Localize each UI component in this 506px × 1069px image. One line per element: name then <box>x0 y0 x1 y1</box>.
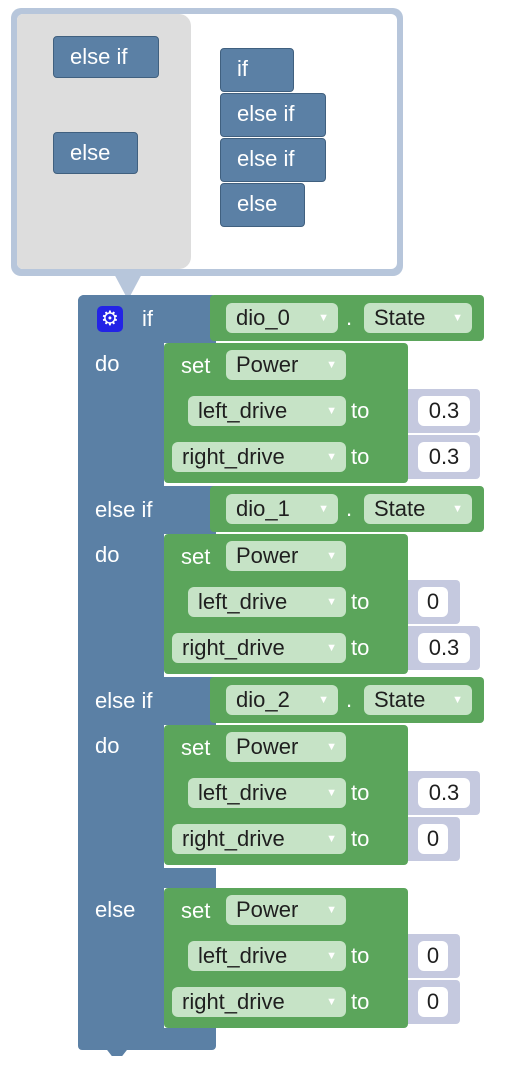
port-dropdown[interactable]: left_drive▼ <box>188 778 346 808</box>
mutator-if-label: if <box>237 56 248 81</box>
mutator-else-if-label: else if <box>237 146 295 171</box>
if-block-spine <box>78 295 164 1045</box>
number-input[interactable]: 0 <box>418 587 448 617</box>
dropdown-arrow-icon: ▼ <box>326 787 337 799</box>
condition-block[interactable]: dio_0▼ . State▼ <box>210 295 484 341</box>
gear-icon[interactable]: ⚙ <box>97 306 123 332</box>
else-if-label: else if <box>95 688 153 713</box>
set-power-block[interactable]: set Power▼ left_drive▼ to 0 right_drive▼… <box>164 534 480 674</box>
number-input[interactable]: 0.3 <box>418 778 470 808</box>
port-dropdown[interactable]: right_drive▼ <box>172 987 346 1017</box>
dot-separator: . <box>346 305 353 330</box>
if-block-footer <box>78 1028 216 1050</box>
else-label: else <box>95 897 136 922</box>
dropdown-arrow-icon: ▼ <box>318 694 329 706</box>
to-label: to <box>351 589 370 614</box>
dropdown-arrow-icon: ▼ <box>326 950 337 962</box>
to-label: to <box>351 635 370 660</box>
mutator-workspace: else if else if else if else if else <box>17 14 397 269</box>
flyout-else-block[interactable]: else <box>53 132 138 174</box>
set-label: set <box>181 353 211 378</box>
dropdown-arrow-icon: ▼ <box>326 741 337 753</box>
flyout-else-if-label: else if <box>70 44 128 69</box>
set-label: set <box>181 544 211 569</box>
else-if-row-2 <box>78 677 216 725</box>
device-dropdown[interactable]: dio_2▼ <box>226 685 338 715</box>
set-power-block[interactable]: set Power▼ left_drive▼ to 0.3 right_driv… <box>164 343 480 483</box>
port-dropdown[interactable]: right_drive▼ <box>172 633 346 663</box>
dropdown-arrow-icon: ▼ <box>326 359 337 371</box>
device-dropdown[interactable]: dio_0▼ <box>226 303 338 333</box>
spine-segment <box>78 478 164 486</box>
do-label: do <box>95 542 120 567</box>
to-label: to <box>351 444 370 469</box>
dropdown-arrow-icon: ▼ <box>326 451 337 463</box>
flyout-else-if-block[interactable]: else if <box>53 36 159 78</box>
port-dropdown[interactable]: right_drive▼ <box>172 442 346 472</box>
dot-separator: . <box>346 496 353 521</box>
port-dropdown[interactable]: left_drive▼ <box>188 941 346 971</box>
property-dropdown[interactable]: State▼ <box>364 685 472 715</box>
else-row-top <box>78 868 216 888</box>
mutator-else-block[interactable]: else <box>220 183 305 227</box>
else-if-label: else if <box>95 497 153 522</box>
number-input[interactable]: 0 <box>418 987 448 1017</box>
set-label: set <box>181 735 211 760</box>
field-dropdown[interactable]: Power▼ <box>226 541 346 571</box>
to-label: to <box>351 989 370 1014</box>
dropdown-arrow-icon: ▼ <box>452 694 463 706</box>
number-input[interactable]: 0.3 <box>418 396 470 426</box>
to-label: to <box>351 943 370 968</box>
if-block-next-tab <box>104 1046 130 1056</box>
mutator-if-block[interactable]: if <box>220 48 294 92</box>
dropdown-arrow-icon: ▼ <box>318 312 329 324</box>
to-label: to <box>351 826 370 851</box>
property-dropdown[interactable]: State▼ <box>364 494 472 524</box>
to-label: to <box>351 398 370 423</box>
property-dropdown[interactable]: State▼ <box>364 303 472 333</box>
flyout-else-label: else <box>70 140 111 165</box>
do-label: do <box>95 351 120 376</box>
to-label: to <box>351 780 370 805</box>
device-dropdown[interactable]: dio_1▼ <box>226 494 338 524</box>
dropdown-arrow-icon: ▼ <box>452 312 463 324</box>
mutator-else-if-block[interactable]: else if <box>220 138 326 182</box>
condition-block[interactable]: dio_1▼ . State▼ <box>210 486 484 532</box>
mutator-else-if-block[interactable]: else if <box>220 93 326 137</box>
field-dropdown[interactable]: Power▼ <box>226 350 346 380</box>
dropdown-arrow-icon: ▼ <box>326 833 337 845</box>
dropdown-arrow-icon: ▼ <box>452 503 463 515</box>
set-label: set <box>181 898 211 923</box>
number-input[interactable]: 0 <box>418 824 448 854</box>
port-dropdown[interactable]: right_drive▼ <box>172 824 346 854</box>
dropdown-arrow-icon: ▼ <box>326 405 337 417</box>
number-input[interactable]: 0.3 <box>418 442 470 472</box>
mutator-else-label: else <box>237 191 278 216</box>
do-label: do <box>95 733 120 758</box>
dropdown-arrow-icon: ▼ <box>326 904 337 916</box>
dropdown-arrow-icon: ▼ <box>326 996 337 1008</box>
field-dropdown[interactable]: Power▼ <box>226 732 346 762</box>
dot-separator: . <box>346 687 353 712</box>
else-if-row-1 <box>78 486 216 534</box>
number-input[interactable]: 0 <box>418 941 448 971</box>
port-dropdown[interactable]: left_drive▼ <box>188 587 346 617</box>
set-power-block[interactable]: set Power▼ left_drive▼ to 0.3 right_driv… <box>164 725 480 865</box>
number-input[interactable]: 0.3 <box>418 633 470 663</box>
mutator-else-if-label: else if <box>237 101 295 126</box>
condition-block[interactable]: dio_2▼ . State▼ <box>210 677 484 723</box>
dropdown-arrow-icon: ▼ <box>318 503 329 515</box>
dropdown-arrow-icon: ▼ <box>326 550 337 562</box>
set-power-block[interactable]: set Power▼ left_drive▼ to 0 right_drive▼… <box>164 888 464 1028</box>
port-dropdown[interactable]: left_drive▼ <box>188 396 346 426</box>
dropdown-arrow-icon: ▼ <box>326 642 337 654</box>
if-label: if <box>142 306 153 331</box>
dropdown-arrow-icon: ▼ <box>326 596 337 608</box>
field-dropdown[interactable]: Power▼ <box>226 895 346 925</box>
